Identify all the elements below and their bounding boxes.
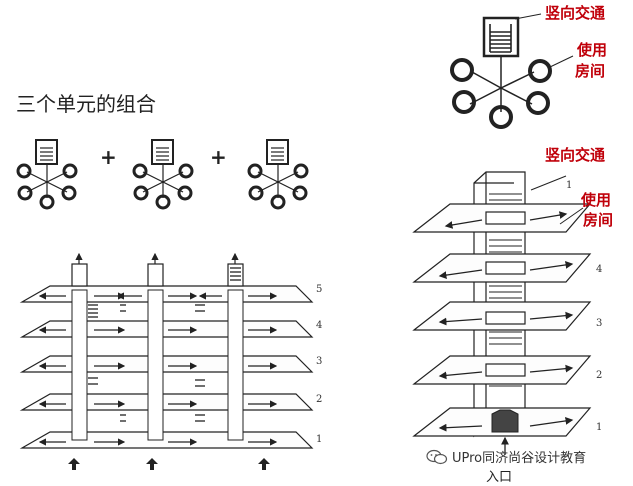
unit-schematic-large [450, 16, 552, 129]
entry-arrows [68, 458, 270, 470]
floor-number: 3 [596, 318, 602, 329]
tower-core-over-slabs [485, 211, 526, 377]
use-rooms-label: 使用 [581, 191, 612, 209]
use-rooms-label: 房间 [583, 211, 614, 229]
tower-arrows [438, 211, 574, 432]
floor-number: 1 [566, 180, 572, 191]
watermark-text: UPro同济尚谷设计教育 [452, 451, 587, 466]
unit-schematic-2 [132, 139, 194, 210]
floor-number: 4 [596, 264, 602, 275]
floor-number: 2 [596, 370, 602, 381]
circulation-arrows [38, 252, 278, 446]
unit-schematic-3 [247, 139, 309, 210]
floor-plan-cores [71, 289, 244, 441]
diagram-title: 三个单元的组合 [16, 92, 156, 116]
wechat-icon [426, 449, 448, 464]
leader-line [549, 55, 574, 68]
single-unit-tower [412, 171, 592, 455]
connector-lines [469, 56, 535, 112]
plus-sign: + [100, 145, 117, 169]
leader-line [559, 207, 584, 225]
use-rooms-label: 使用 [577, 41, 608, 59]
core-tops [71, 263, 244, 287]
plus-sign: + [210, 145, 227, 169]
leader-line [530, 175, 567, 191]
floor-number: 4 [316, 320, 322, 331]
vertical-traffic-label: 竖向交通 [545, 4, 606, 22]
entrance-door [491, 409, 519, 433]
use-rooms-label: 房间 [575, 62, 606, 80]
floor-number: 1 [316, 434, 322, 445]
watermark: UPro同济尚谷设计教育 [426, 447, 586, 466]
combined-building [19, 252, 314, 470]
floor-number: 3 [316, 356, 322, 367]
unit-schematic-1 [16, 139, 78, 210]
floor-number: 2 [316, 394, 322, 405]
floor-number: 1 [596, 422, 602, 433]
leader-line [514, 13, 542, 20]
room-circles [450, 58, 552, 129]
entrance-label: 入口 [486, 470, 513, 485]
floor-slabs [19, 285, 314, 449]
vertical-traffic-label: 竖向交通 [545, 146, 606, 164]
floor-number: 5 [316, 284, 322, 295]
stair-hatching [88, 267, 241, 422]
stair-core [482, 16, 520, 58]
stair-treads [489, 24, 512, 53]
